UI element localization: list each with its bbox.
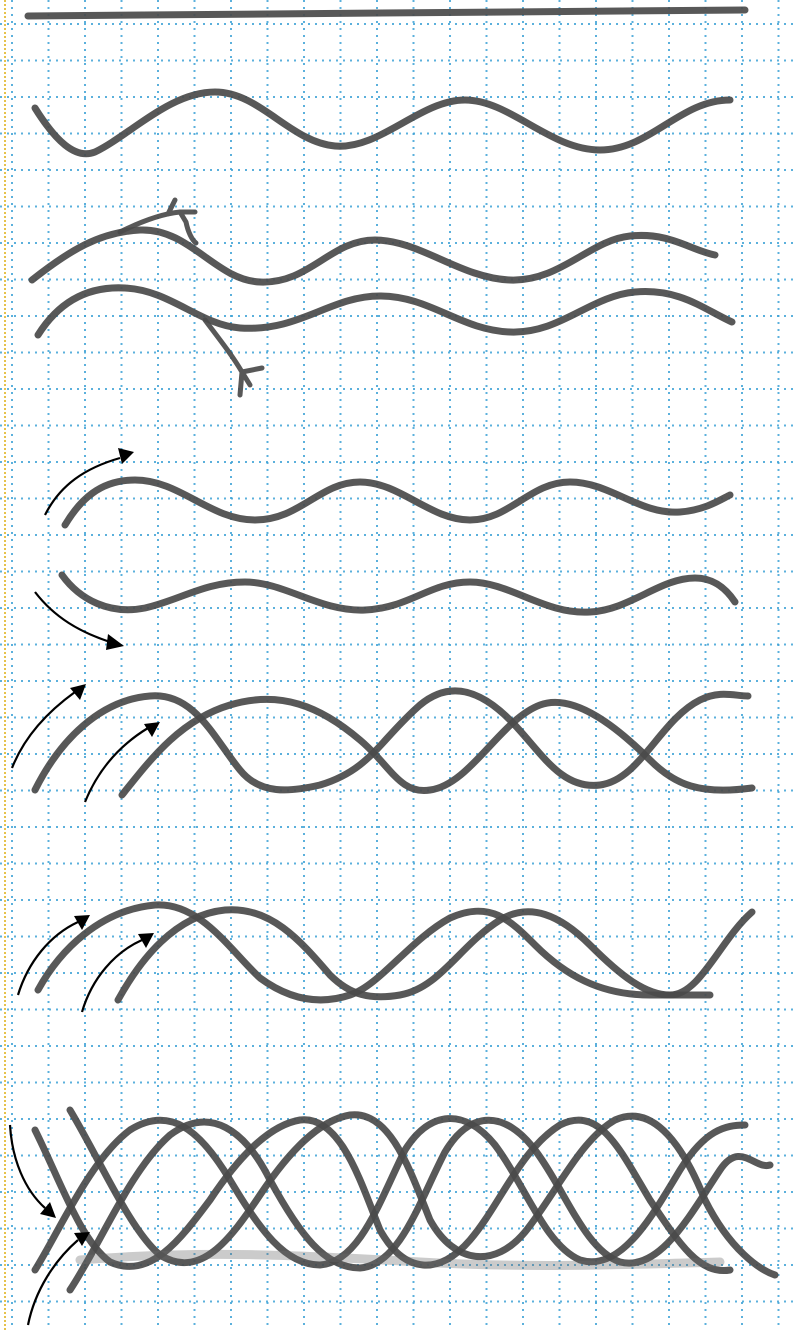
- figure-braided-waves: [10, 1110, 775, 1325]
- branch-mark-upper: [120, 200, 196, 243]
- arrowhead: [106, 634, 124, 650]
- figure-two-crossing-waves: [12, 684, 752, 802]
- arrowhead: [70, 684, 86, 700]
- figure-single-wave: [35, 92, 730, 154]
- wave-stroke-b: [118, 910, 752, 1000]
- curved-arrow-down-icon: [35, 592, 110, 642]
- straight-stroke: [28, 10, 745, 16]
- wave-stroke-lower: [38, 288, 732, 335]
- figure-two-waves-opposite-arrows: [35, 448, 735, 650]
- wave-stroke-lower: [62, 575, 735, 612]
- figure-two-waves-with-branches: [32, 200, 732, 395]
- curved-arrow-icon: [12, 692, 75, 768]
- figure-two-crossing-waves-offset: [18, 905, 752, 1012]
- wave-stroke-a: [38, 905, 710, 1000]
- wave-stroke-b: [122, 699, 752, 795]
- wave-stroke-upper: [32, 230, 715, 282]
- curved-arrow-icon: [85, 728, 148, 802]
- curved-arrow-up-icon: [28, 1240, 78, 1325]
- figure-straight-line: [28, 10, 745, 16]
- wave-stroke-upper: [65, 480, 730, 525]
- wave-stroke: [35, 92, 730, 154]
